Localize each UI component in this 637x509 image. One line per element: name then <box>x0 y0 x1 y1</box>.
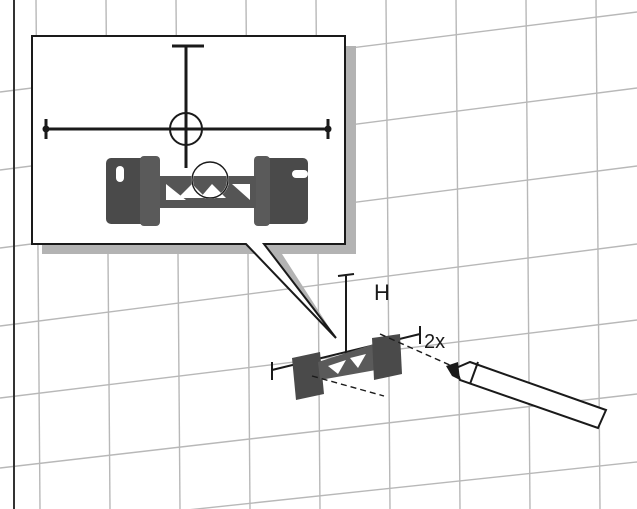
bracket-icon <box>106 156 308 226</box>
crosshair-icon <box>169 112 203 146</box>
mounted-bracket <box>271 273 453 400</box>
crosshair-icon <box>42 125 50 133</box>
pen-icon <box>446 360 608 430</box>
repeat-count-label: 2x <box>424 331 445 353</box>
height-label: H <box>374 280 390 305</box>
magnified-detail <box>42 44 332 226</box>
crosshair-icon <box>324 125 332 133</box>
